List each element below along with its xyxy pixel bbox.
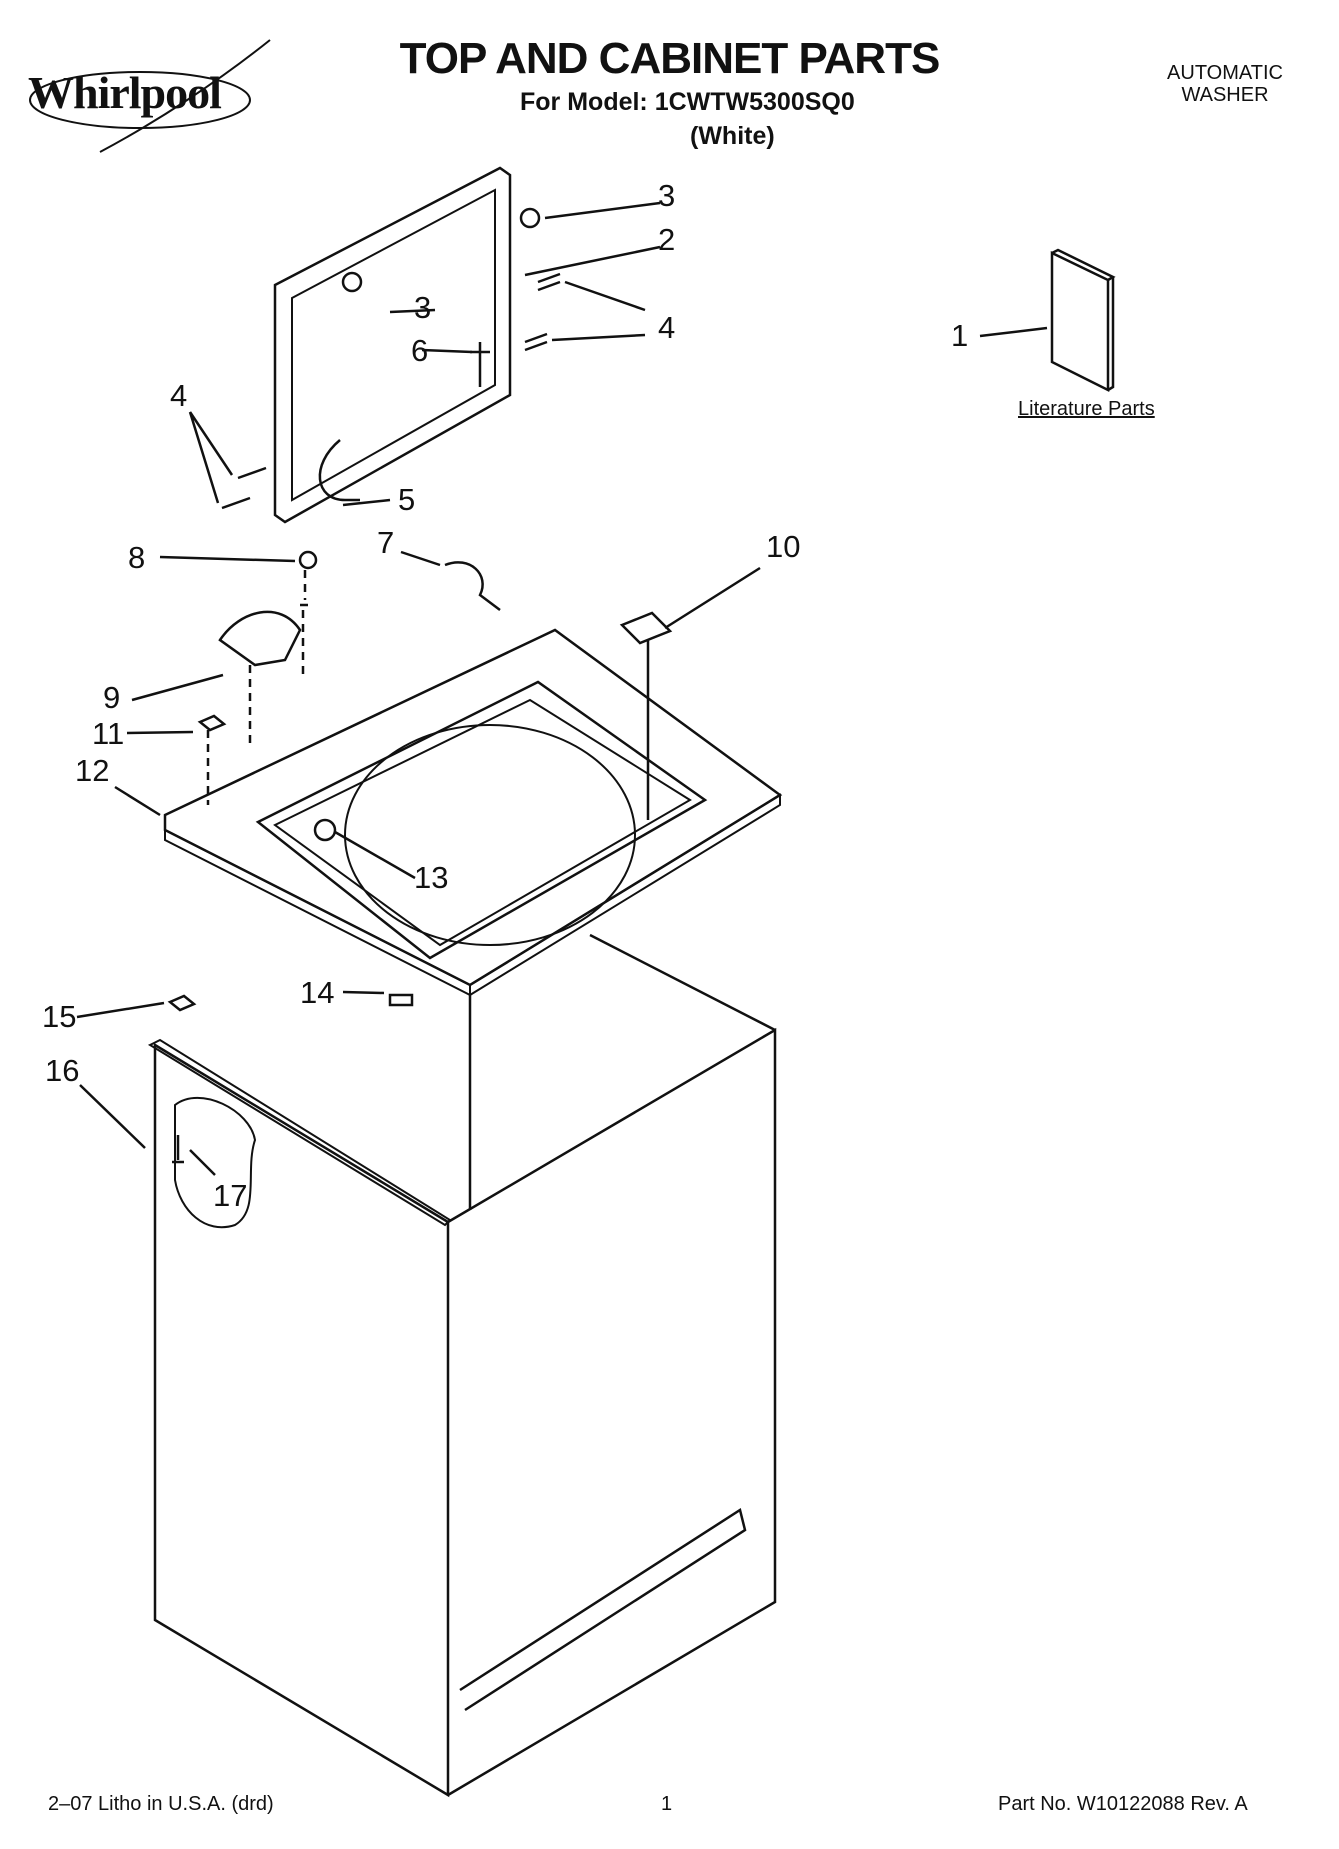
callout-5: 5 [398,482,416,517]
callout-3-top: 3 [658,178,676,213]
callout-8: 8 [128,540,146,575]
model-line: For Model: 1CWTW5300SQ0 [520,88,855,116]
callout-14: 14 [300,975,335,1010]
color-line: (White) [690,122,775,150]
page-title: TOP AND CABINET PARTS [399,34,941,83]
callout-15: 15 [42,999,77,1034]
top-panel [163,628,783,987]
callout-7: 7 [377,525,395,560]
callout-9: 9 [103,680,121,715]
appliance-type-line2: WASHER [1181,84,1269,106]
callout-13: 13 [414,860,449,895]
callout-11: 11 [92,716,125,751]
footer-litho: 2–07 Litho in U.S.A. (drd) [48,1793,274,1815]
lid-frame [273,166,512,524]
callout-10: 10 [766,529,801,564]
callout-3-left: 3 [414,290,432,325]
literature-parts-label: Literature Parts [1018,398,1155,420]
callout-16: 16 [45,1053,80,1088]
logo-swoosh-icon [29,71,251,129]
callout-12: 12 [75,753,110,788]
literature-booklet-icon [1050,251,1110,393]
callout-1: 1 [951,318,969,353]
footer-part-number: Part No. W10122088 Rev. A [998,1793,1248,1815]
footer-page-number: 1 [661,1793,673,1815]
appliance-type-line1: AUTOMATIC [1167,62,1283,84]
callout-4-left: 4 [170,378,188,413]
appliance-type: AUTOMATIC WASHER [1155,62,1295,106]
callout-2: 2 [658,222,676,257]
callout-17: 17 [213,1178,248,1213]
callout-6: 6 [411,333,429,368]
callout-4-right: 4 [658,310,676,345]
